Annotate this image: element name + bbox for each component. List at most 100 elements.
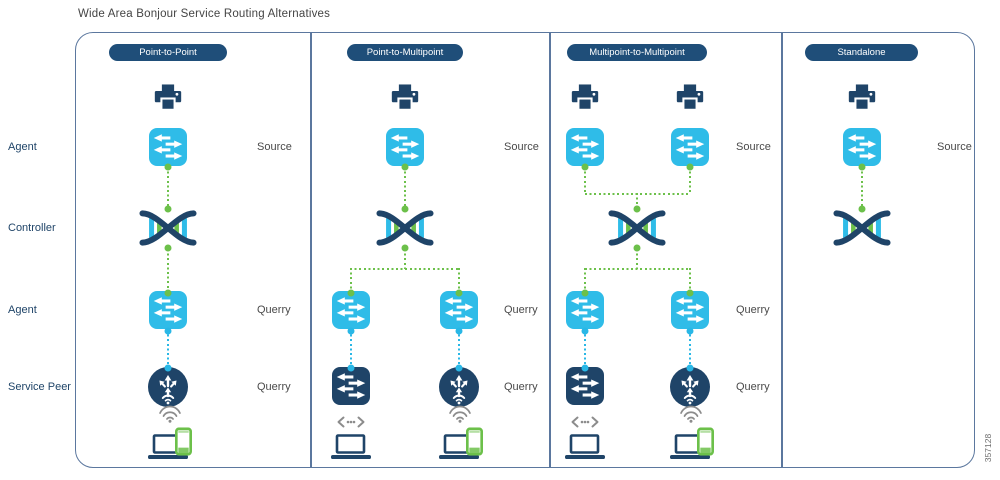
link-dot [347,327,355,335]
panel-divider [781,33,783,467]
link-dot [164,327,172,335]
querry-label: Querry [257,381,291,393]
dotted-link-vertical [689,167,691,194]
dotted-link-vertical [404,249,406,269]
laptop-icon [563,434,607,460]
link-dot [686,163,694,171]
smartphone-icon [697,427,714,456]
switch-icon [566,367,604,405]
querry-label: Querry [504,381,538,393]
link-dot [164,364,172,372]
link-dot [164,244,172,252]
switch-icon [386,128,424,166]
dotted-link-vertical [404,167,406,207]
switch-icon [566,291,604,329]
link-dot [164,163,172,171]
row-label-agent-top: Agent [8,141,37,153]
panel-pill-point-to-multipoint: Point-to-Multipoint [347,44,463,61]
smartphone-icon [175,427,192,456]
querry-label: Querry [736,304,770,316]
printer-icon [674,84,706,113]
dotted-link-horizontal [350,268,460,270]
link-dot [581,364,589,372]
dotted-link-horizontal [585,268,690,270]
dotted-link-vertical [584,330,586,367]
dotted-link-vertical [458,268,460,291]
switch-icon [566,128,604,166]
printer-icon [569,84,601,113]
dna-controller-icon [137,207,199,249]
dna-controller-icon [374,207,436,249]
panel-divider [310,33,312,467]
wifi-icon [157,404,183,423]
link-dot [633,205,641,213]
figure-number: 357128 [983,433,993,463]
link-dot [401,163,409,171]
printer-icon [846,84,878,113]
link-dot [401,205,409,213]
link-dot [686,289,694,297]
switch-icon [332,367,370,405]
link-dot [455,364,463,372]
row-label-service-peer: Service Peer [8,381,71,393]
switch-icon [332,291,370,329]
dotted-link-vertical [636,249,638,269]
panel-pill-point-to-point: Point-to-Point [109,44,227,61]
dotted-link-vertical [689,268,691,291]
panel-divider [549,33,551,467]
source-label: Source [937,141,972,153]
dotted-link-vertical [636,193,638,207]
source-label: Source [504,141,539,153]
panel-pill-multipoint-to-multipoint: Multipoint-to-Multipoint [567,44,707,61]
printer-icon [389,84,421,113]
diagram-title: Wide Area Bonjour Service Routing Altern… [78,8,331,20]
dna-controller-icon [606,207,668,249]
querry-label: Querry [736,381,770,393]
row-label-agent-bottom: Agent [8,304,37,316]
switch-icon [440,291,478,329]
switch-icon [149,128,187,166]
link-dot [581,163,589,171]
dotted-link-vertical [350,330,352,367]
wireless-arrows-icon [670,367,710,407]
switch-icon [671,128,709,166]
smartphone-icon [466,427,483,456]
link-dot [858,163,866,171]
link-dot [347,289,355,297]
wired-link-icon [570,416,600,428]
link-dot [633,244,641,252]
dna-controller-icon [831,207,893,249]
link-dot [164,205,172,213]
dotted-link-vertical [689,330,691,367]
wireless-arrows-icon [148,367,188,407]
link-dot [401,244,409,252]
switch-icon [843,128,881,166]
wifi-icon [678,404,704,423]
link-dot [858,205,866,213]
link-dot [455,327,463,335]
querry-label: Querry [504,304,538,316]
link-dot [455,289,463,297]
link-dot [581,327,589,335]
dotted-link-vertical [458,330,460,367]
wireless-arrows-icon [439,367,479,407]
link-dot [581,289,589,297]
link-dot [686,327,694,335]
laptop-icon [329,434,373,460]
wifi-icon [447,404,473,423]
link-dot [686,364,694,372]
dotted-link-vertical [167,249,169,291]
source-label: Source [736,141,771,153]
dotted-link-vertical [584,167,586,194]
diagram-frame [75,32,975,468]
source-label: Source [257,141,292,153]
switch-icon [671,291,709,329]
dotted-link-vertical [861,167,863,207]
wired-link-icon [336,416,366,428]
panel-pill-standalone: Standalone [805,44,918,61]
querry-label: Querry [257,304,291,316]
dotted-link-vertical [584,268,586,291]
dotted-link-vertical [350,268,352,291]
dotted-link-vertical [167,330,169,367]
